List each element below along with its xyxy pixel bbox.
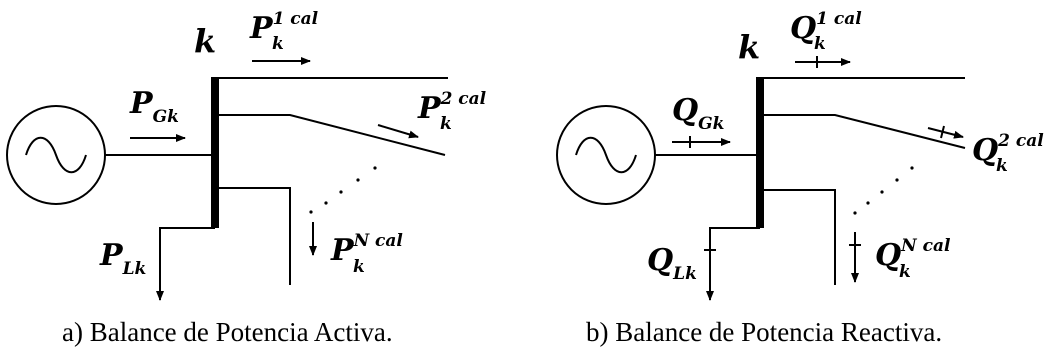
label-line-n-b-sub: k	[899, 262, 911, 282]
label-load-b: QLk	[647, 243, 697, 284]
line-2-a	[215, 114, 446, 156]
sine-wave-icon	[575, 136, 637, 174]
label-line-2-a: P2 cal	[417, 89, 487, 126]
generator-a	[6, 105, 106, 205]
label-line-1-b-sub: k	[814, 34, 826, 54]
panel-active-power: k PGk P1 cal k P2 cal k PN cal k PLk a) …	[6, 9, 487, 347]
label-line-n-a-sub: k	[353, 257, 365, 277]
panel-reactive-power: k QGk Q1 cal k Q2 cal k QN cal k QLk b) …	[556, 9, 1044, 347]
arrow-line-2-a	[377, 124, 419, 139]
line-n-b	[760, 189, 836, 285]
label-line-2-b: Q2 cal	[972, 131, 1044, 168]
sine-wave-icon	[25, 136, 87, 174]
label-line-1-b: Q1 cal	[790, 9, 862, 46]
line-n-a	[215, 187, 291, 285]
label-line-2-b-sub: k	[996, 156, 1008, 176]
label-generation-b: QGk	[672, 93, 724, 134]
label-line-1-a: P1 cal	[249, 9, 319, 46]
label-line-n-b: QN cal	[875, 236, 951, 273]
generator-b	[556, 105, 656, 205]
label-line-1-a-sub: k	[272, 34, 284, 54]
caption-a: a) Balance de Potencia Activa.	[62, 317, 393, 347]
load-b	[706, 227, 760, 301]
bus-label-a: k	[194, 22, 216, 60]
label-line-2-a-sub: k	[440, 114, 452, 134]
arrow-tick-line-2-b	[940, 125, 945, 139]
label-generation-a: PGk	[129, 86, 179, 127]
line-2-b	[760, 114, 966, 149]
label-load-a: PLk	[99, 238, 146, 279]
caption-b: b) Balance de Potencia Reactiva.	[586, 317, 942, 347]
arrow-line-2-b	[927, 127, 964, 139]
label-line-n-a: PN cal	[330, 231, 403, 268]
ellipsis-dots-a	[309, 166, 377, 214]
ellipsis-dots-b	[853, 166, 914, 215]
load-a	[156, 227, 215, 301]
bus-label-b: k	[738, 28, 760, 66]
